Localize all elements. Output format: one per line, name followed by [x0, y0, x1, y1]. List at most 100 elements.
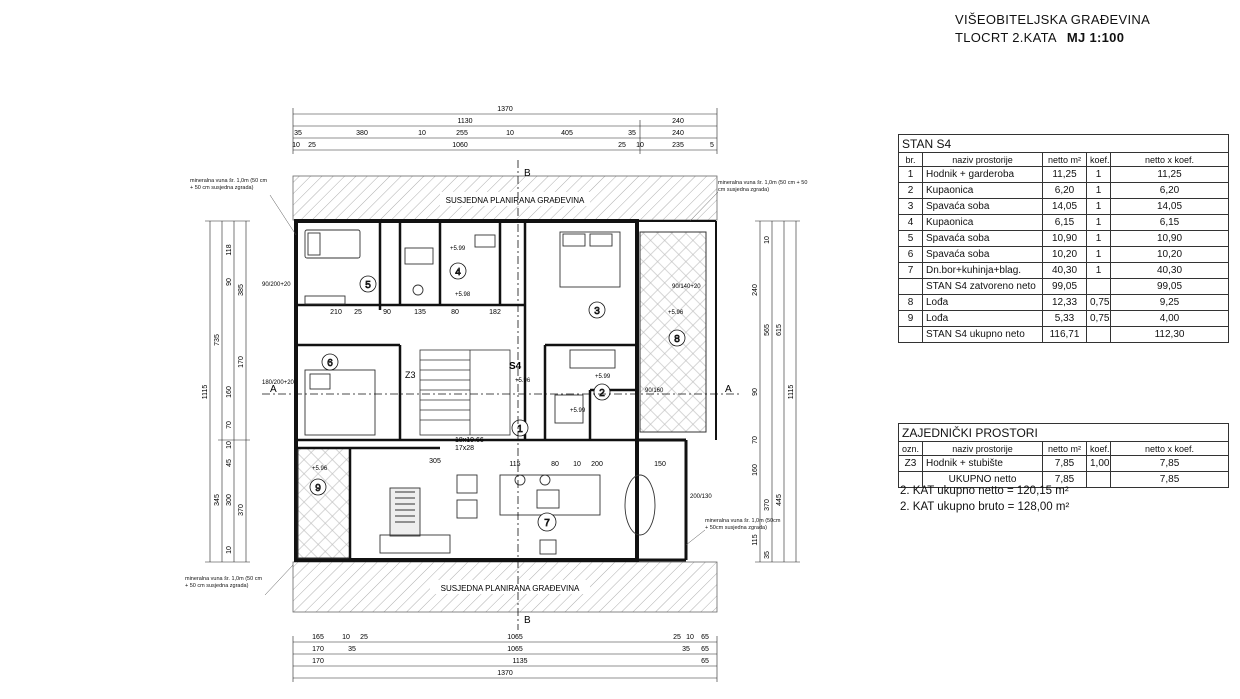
dim-bot-1a: 165: [312, 634, 324, 641]
drawing-title: VIŠEOBITELJSKA GRAĐEVINA: [955, 12, 1151, 27]
dim-bot-3a: 170: [312, 658, 324, 665]
dim-in-12: 305: [429, 458, 441, 465]
dim-in-9: 90: [383, 309, 391, 316]
level-mark-5: +5.96: [312, 466, 328, 472]
dim-bot-2c: 1065: [507, 646, 523, 653]
dim-in-8: 182: [489, 309, 501, 316]
dim-top-4d: 25: [618, 142, 626, 149]
floor-name: TLOCRT 2.KATA: [955, 30, 1057, 45]
dimension-lines-left: [205, 220, 250, 563]
dim-in-5: 150: [654, 461, 666, 468]
dim-right-4: 90: [752, 388, 759, 396]
dim-top-1: 1370: [497, 106, 513, 113]
room-9: 9: [315, 483, 321, 494]
dim-left-8: 70: [226, 421, 233, 429]
common-areas-table: ZAJEDNIČKI PROSTORI ozn. naziv prostorij…: [897, 423, 1230, 488]
section-lines: [262, 160, 740, 630]
neighbor-label-top: SUSJEDNA PLANIRANA GRAĐEVINA: [446, 196, 585, 205]
dim-left-7: 160: [226, 386, 233, 398]
section-a-left: A: [270, 384, 277, 395]
apartment-s4-table: STAN S4 br. naziv prostorije netto m² ko…: [897, 134, 1230, 343]
dim-in-7: 80: [451, 309, 459, 316]
insulation-note-left-top: mineralna vuna šr. 1,0m (50 cm + 50 cm s…: [190, 178, 268, 191]
interior-walls: [296, 223, 637, 560]
dim-left-4: 118: [226, 244, 233, 255]
stair-dimension-label: 18x19.66: [455, 437, 484, 444]
dim-right-9: 115: [752, 534, 759, 545]
table-caption: ZAJEDNIČKI PROSTORI: [897, 423, 1230, 442]
dim-in-10: 210: [330, 309, 342, 316]
section-b-top: B: [524, 168, 531, 179]
dim-top-3d: 255: [456, 130, 468, 137]
dim-left-5: 90: [226, 278, 233, 286]
dim-bot-1d: 1065: [507, 634, 523, 641]
room-5: 5: [365, 280, 371, 291]
stair-dimension-label-2: 17x28: [455, 445, 474, 452]
insulation-note-right-top: mineralna vuna šr. 1,0m (50 cm + 50 cm s…: [718, 180, 808, 193]
dim-bot-2a: 170: [312, 646, 324, 653]
window-label-4: 90/140+20: [672, 284, 701, 290]
dim-right-1: 615: [776, 324, 783, 336]
dim-top-4a: 10: [292, 142, 300, 149]
level-mark-7: +5.99: [570, 408, 586, 414]
dim-left-11: 370: [238, 504, 245, 516]
dim-bot-1c: 25: [360, 634, 368, 641]
dim-left-12: 45: [226, 459, 233, 467]
dim-top-3a: 35: [294, 130, 302, 137]
dim-right-6: 370: [764, 499, 771, 511]
dim-in-4: 200: [591, 461, 603, 468]
zone-tag: Z3: [405, 370, 416, 380]
drawing-scale: MJ 1:100: [1066, 30, 1125, 45]
dim-right-2: 565: [764, 324, 771, 336]
dim-bot-2e: 65: [701, 646, 709, 653]
table-header-row: ozn. naziv prostorije netto m² koef. net…: [898, 441, 1230, 456]
dim-in-3: 10: [573, 461, 581, 468]
room-4: 4: [455, 267, 461, 278]
level-mark-6: +5.96: [515, 378, 531, 384]
dimension-lines-right: [755, 220, 800, 563]
section-b-bottom: B: [524, 615, 531, 626]
window-label-3: 200/130: [690, 494, 712, 500]
dim-top-2b: 240: [672, 118, 684, 125]
dim-bot-1f: 10: [686, 634, 694, 641]
dim-left-9: 10: [226, 441, 233, 449]
insulation-note-right-bottom: mineralna vuna šr. 1,0m (50cm + 50cm sus…: [705, 518, 781, 531]
dim-right-8: 70: [752, 436, 759, 444]
dim-top-2a: 1130: [457, 118, 472, 125]
table-caption: STAN S4: [897, 134, 1230, 153]
dim-left-13: 10: [226, 546, 233, 554]
dim-left-lower: 345: [214, 494, 221, 506]
drawing-subtitle: TLOCRT 2.KATA MJ 1:100: [955, 30, 1124, 45]
dim-bot-3b: 1135: [512, 658, 527, 665]
dimension-lines-top: [292, 108, 718, 154]
dim-bot-2b: 35: [348, 646, 356, 653]
dim-top-4b: 25: [308, 142, 316, 149]
dim-top-4g: 5: [710, 142, 714, 149]
furniture: [304, 229, 656, 555]
dim-right-10: 10: [764, 236, 771, 244]
dim-top-3b: 380: [356, 130, 368, 137]
dim-right-11: 35: [764, 551, 771, 559]
level-mark-3: +5.96: [668, 310, 684, 316]
dim-top-4c: 1060: [452, 142, 468, 149]
dim-in-11: 25: [354, 309, 362, 316]
table-header-row: br. naziv prostorije netto m² koef. nett…: [898, 152, 1230, 167]
dim-bot-3c: 65: [701, 658, 709, 665]
room-1: 1: [517, 424, 523, 435]
dim-right-5: 445: [776, 494, 783, 506]
floor-gross-area: 2. KAT ukupno bruto = 128,00 m²: [900, 501, 1070, 513]
level-mark-1: +5.99: [450, 246, 466, 252]
section-a-right: A: [725, 384, 732, 395]
